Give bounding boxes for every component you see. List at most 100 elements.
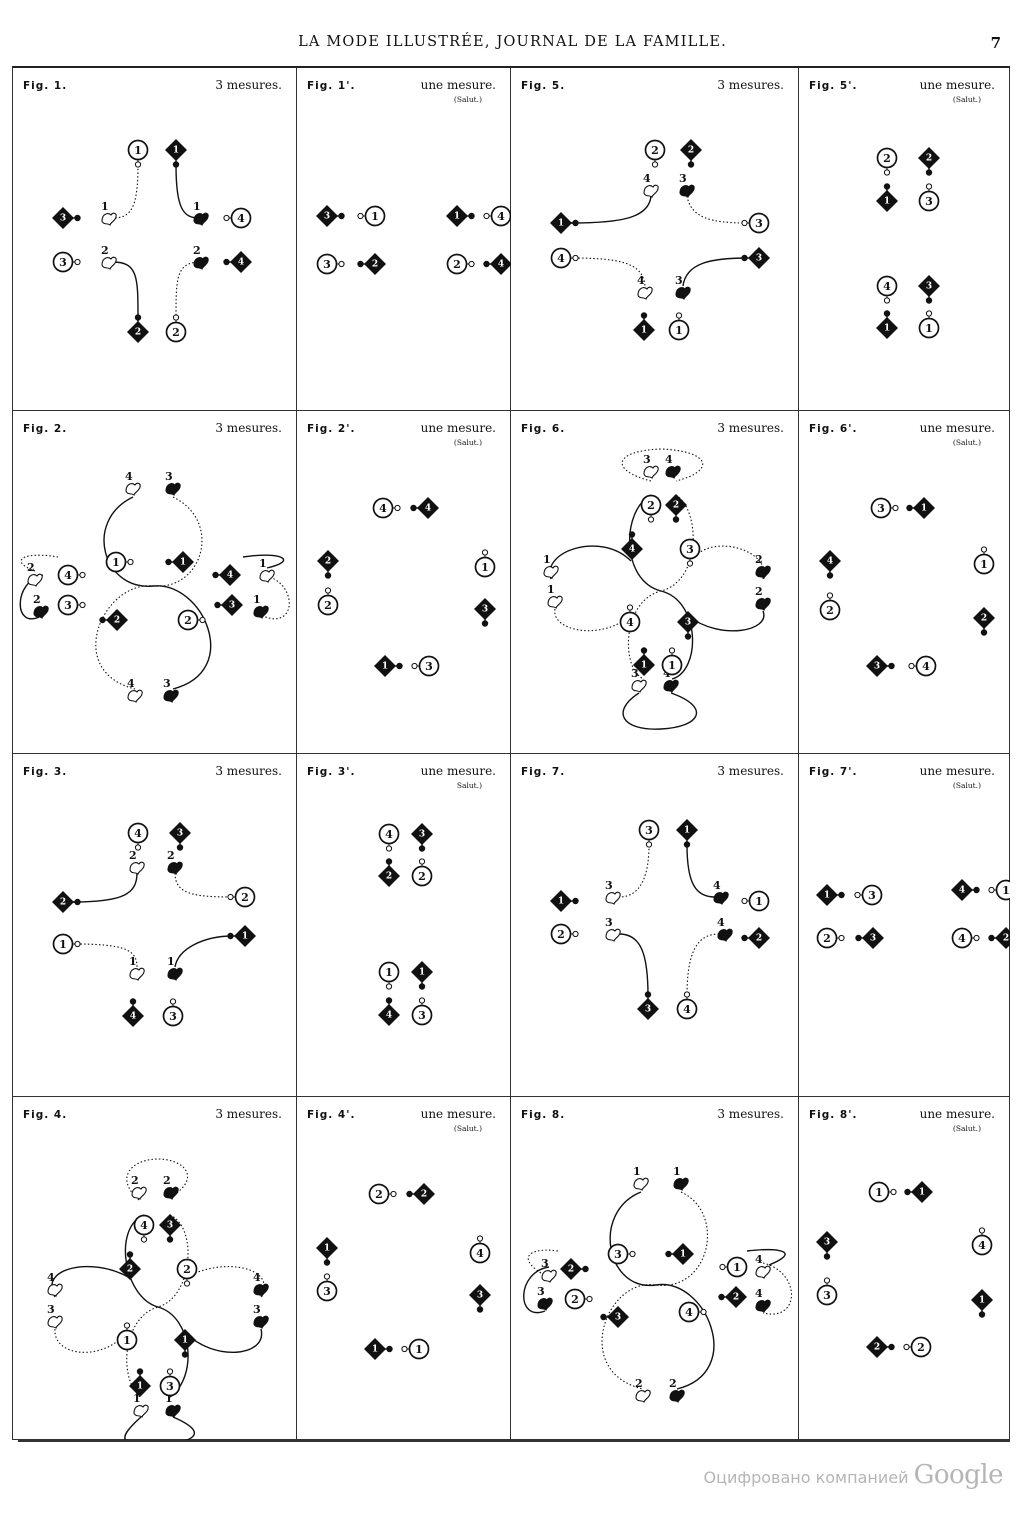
dancer-number: 3 <box>323 1285 331 1298</box>
step-number: 4 <box>713 879 721 892</box>
dancer-number: 3 <box>60 214 66 224</box>
dancer-number: 4 <box>379 502 387 515</box>
dancer-dot <box>925 297 933 304</box>
lady-footstep-icon: 4 <box>637 274 653 301</box>
dancer-dot <box>687 161 695 168</box>
dancer-dot <box>476 1235 484 1242</box>
measure-label: 3 mesures. <box>717 78 784 92</box>
lady-path-line <box>186 1266 265 1298</box>
gentleman-footstep-icon: 4 <box>253 1271 269 1298</box>
dancer-number: 2 <box>324 599 332 612</box>
footstep-shape <box>193 212 209 227</box>
dancer-dot <box>172 161 180 168</box>
footstep-shape <box>631 679 647 694</box>
gentleman-path-line <box>523 1266 550 1314</box>
dancer-number: 4 <box>237 212 245 225</box>
lady-circle-icon <box>644 139 666 161</box>
lady-circle-icon <box>133 1214 155 1236</box>
gentleman-diamond-icon <box>411 961 433 983</box>
measure-label: 3 mesures. <box>215 764 282 778</box>
step-number: 3 <box>541 1257 549 1270</box>
dancer-dot <box>410 504 417 512</box>
lady-path-line <box>627 494 694 680</box>
dancer-dot <box>640 312 648 319</box>
dancer-number: 3 <box>645 1005 651 1015</box>
footstep-shape <box>27 573 43 588</box>
gentleman-diamond-icon <box>316 1237 338 1259</box>
lady-circle-icon <box>819 599 841 621</box>
dancer-dot <box>390 1190 397 1198</box>
dancer-number: 2 <box>183 1263 191 1276</box>
dancer-number: 3 <box>685 618 691 628</box>
step-number: 1 <box>253 593 261 606</box>
dancer-dot <box>223 214 230 222</box>
lady-footstep-icon: 2 <box>101 244 117 271</box>
dancer-dot <box>323 1259 331 1266</box>
dancer-number: 1 <box>454 212 460 222</box>
dancer-number: 2 <box>673 501 679 511</box>
figure-label: Fig. 2'. <box>307 423 356 435</box>
gentleman-diamond-icon <box>172 551 194 573</box>
figure-label: Fig. 3'. <box>307 766 356 778</box>
dancer-number: 1 <box>182 1336 188 1346</box>
dancer-dot <box>176 844 184 851</box>
dancer-dot <box>385 983 393 990</box>
lady-circle-icon <box>640 494 662 516</box>
dancer-dot <box>719 1263 726 1271</box>
measure-label: une mesure.(Salut.) <box>420 421 496 448</box>
gentleman-path-line <box>687 610 765 632</box>
dancer-dot <box>134 161 142 168</box>
step-number: 4 <box>637 274 645 287</box>
gentleman-diamond-icon <box>876 190 898 212</box>
lady-path-line <box>54 1328 128 1353</box>
dancer-number: 1 <box>137 1382 143 1392</box>
dancer-number: 1 <box>755 895 763 908</box>
gentleman-diamond-icon <box>971 1289 993 1311</box>
footer-rule <box>18 1440 1010 1442</box>
step-number: 4 <box>755 1253 763 1266</box>
dancer-number: 4 <box>227 571 233 581</box>
lady-circle-icon <box>116 1329 138 1351</box>
step-number: 2 <box>129 849 137 862</box>
gentleman-path-line <box>242 554 285 569</box>
gentleman-diamond-icon <box>672 1243 694 1265</box>
dancer-dot <box>644 991 652 998</box>
footstep-shape <box>129 861 145 876</box>
dancer-number: 2 <box>172 326 180 339</box>
step-number: 2 <box>755 585 763 598</box>
dancer-dot <box>134 844 142 851</box>
dancer-number: 3 <box>645 824 653 837</box>
dancer-dot <box>826 572 834 579</box>
gentleman-footstep-icon: 4 <box>717 916 733 943</box>
lady-footstep-icon: 3 <box>541 1257 557 1284</box>
dancer-number: 2 <box>688 146 694 156</box>
dancer-dot <box>199 616 206 624</box>
dance-diagram: 3412123422434311 <box>543 448 771 730</box>
lady-circle-icon <box>159 1375 181 1397</box>
footstep-shape <box>47 1315 63 1330</box>
measure-label: une mesure.(Salut.) <box>919 1107 995 1134</box>
dancer-number: 2 <box>114 616 120 626</box>
step-number: 1 <box>193 200 201 213</box>
gentleman-diamond-icon <box>862 927 884 949</box>
lady-footstep-icon: 2 <box>635 1377 651 1404</box>
gentleman-diamond-icon <box>665 494 687 516</box>
dancer-dot <box>385 858 393 865</box>
measure-label: 3 mesures. <box>717 1107 784 1121</box>
gentleman-diamond-icon <box>378 865 400 887</box>
dancer-number: 3 <box>868 889 876 902</box>
measure-label: une mesure.(Salut.) <box>919 421 995 448</box>
gentleman-diamond-icon <box>725 1286 747 1308</box>
dancer-dot <box>925 169 933 176</box>
dancer-dot <box>572 254 579 262</box>
dancer-dot <box>165 558 172 566</box>
dancer-dot <box>888 1343 895 1351</box>
lady-footstep-icon: 1 <box>547 583 563 610</box>
figure-label: Fig. 4'. <box>307 1109 356 1121</box>
